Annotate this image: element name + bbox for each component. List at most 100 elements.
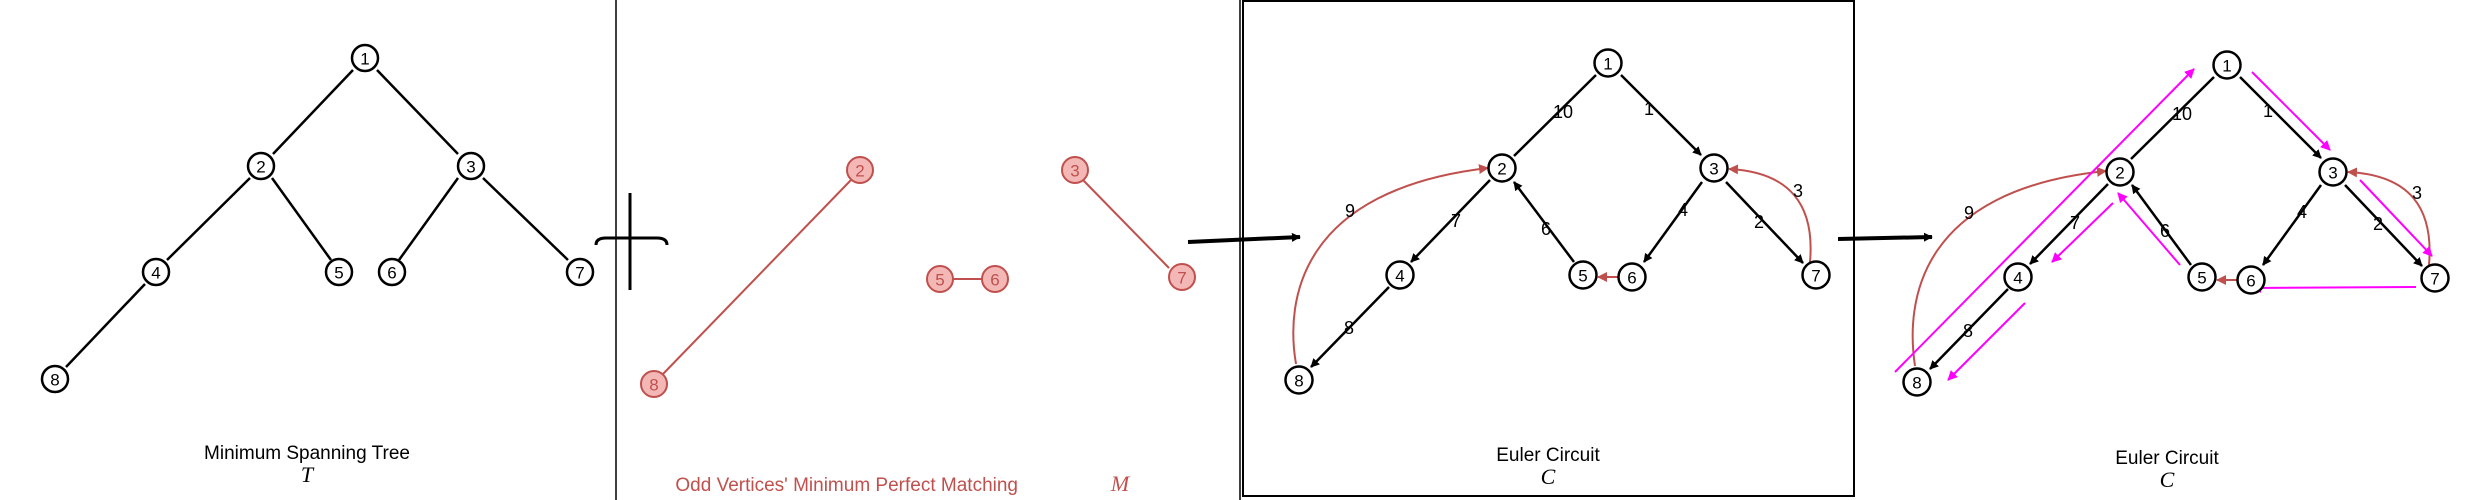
traced-edge-2-4 — [2029, 183, 2109, 265]
euler-panel-frame — [1242, 0, 1855, 497]
traversal-arrow-4-8 — [1947, 302, 2026, 381]
traversal-arrows — [1894, 68, 2433, 381]
node-label: 3 — [2328, 164, 2337, 183]
euler-edge-4-8 — [1310, 286, 1390, 368]
traced-edges — [1929, 76, 2423, 370]
euler-symbol: C — [1541, 464, 1556, 489]
euler-node-6: 6 — [1617, 262, 1647, 292]
traced-edge-label: 6 — [2160, 221, 2170, 241]
mst-symbol: T — [301, 462, 315, 487]
euler-edge-2-4 — [1410, 179, 1491, 263]
node-label: 4 — [151, 264, 160, 283]
node-label: 6 — [990, 271, 999, 290]
traced-edge-1-3 — [2239, 76, 2322, 159]
euler-edge-label: 9 — [1345, 201, 1355, 221]
euler-node-1: 1 — [1593, 48, 1623, 78]
euler-node-8: 8 — [1284, 365, 1314, 395]
node-circle — [1568, 260, 1598, 290]
traced-edge-label: 2 — [2373, 214, 2383, 234]
node-circle — [565, 257, 595, 287]
node-circle — [2420, 263, 2450, 293]
euler-traced-node-7: 7 — [2420, 263, 2450, 293]
matching-nodes: 2 8 5 6 3 7 — [640, 156, 1196, 398]
node-label: 1 — [2222, 57, 2231, 76]
node-circle — [846, 156, 874, 184]
matching-edges — [662, 179, 1170, 375]
node-label: 2 — [2115, 164, 2124, 183]
node-circle — [141, 257, 171, 287]
euler-edge-8-2 — [1292, 164, 1489, 365]
matching-node-5: 5 — [926, 265, 954, 293]
traced-caption: Euler Circuit — [2115, 448, 2219, 469]
node-label: 8 — [1912, 374, 1921, 393]
traced-edge-label: 4 — [2297, 202, 2307, 222]
traversal-arrow-3-7 — [2359, 179, 2433, 257]
matching-symbol: M — [1110, 471, 1131, 496]
mst-edge-1-2 — [272, 69, 354, 155]
mst-node-7: 7 — [565, 257, 595, 287]
node-circle — [1284, 365, 1314, 395]
euler-traced-node-3: 3 — [2318, 157, 2348, 187]
traversal-arrow-8-1 — [1894, 68, 2195, 373]
node-label: 4 — [1395, 267, 1404, 286]
mst-edge-3-7 — [482, 177, 569, 261]
mst-node-4: 4 — [141, 257, 171, 287]
traced-edge-label: 7 — [2070, 213, 2080, 233]
node-label: 7 — [1177, 269, 1186, 288]
matching-node-3: 3 — [1061, 156, 1089, 184]
traced-edge-label: 10 — [2172, 104, 2192, 124]
euler-edge-1-3 — [1620, 74, 1702, 156]
node-label: 2 — [855, 162, 864, 181]
node-circle — [2318, 157, 2348, 187]
traced-edge-3-7 — [2344, 184, 2423, 267]
node-label: 6 — [387, 264, 396, 283]
traversal-arrow-2-4 — [2051, 202, 2114, 263]
euler-edge-labels: 10 1 3 9 7 6 4 2 8 — [1344, 99, 1803, 338]
mst-edge-1-3 — [376, 69, 459, 155]
mst-edge-2-5 — [270, 177, 333, 261]
matching-node-7: 7 — [1168, 263, 1196, 291]
node-circle — [350, 43, 380, 73]
node-label: 4 — [2013, 269, 2022, 288]
node-circle — [1487, 153, 1517, 183]
euler-traced-panel: 10 1 3 9 7 6 4 2 8 1 2 3 4 5 6 7 8 Euler Circui… — [1894, 50, 2450, 492]
node-label: 5 — [2197, 269, 2206, 288]
matching-edge-3-7 — [1082, 179, 1170, 269]
euler-edge-label: 7 — [1451, 211, 1461, 231]
node-circle — [40, 364, 70, 394]
node-label: 8 — [1294, 372, 1303, 391]
node-circle — [456, 151, 486, 181]
traced-edge-label: 9 — [1964, 203, 1974, 223]
matching-panel: 2 8 5 6 3 7 Odd Vertices' Minimum Perfect Mat… — [640, 0, 1241, 500]
euler-edge-3-6 — [1642, 181, 1704, 263]
euler-traced-node-4: 4 — [2003, 262, 2033, 292]
traced-edge-label: 3 — [2412, 183, 2422, 203]
node-label: 5 — [334, 264, 343, 283]
euler-matching-edges — [1292, 164, 1812, 365]
node-circle — [1902, 367, 1932, 397]
node-circle — [926, 265, 954, 293]
traced-edge-labels: 10 1 3 9 7 6 4 2 8 — [1963, 101, 2422, 341]
node-label: 3 — [1070, 162, 1079, 181]
euler-node-7: 7 — [1801, 260, 1831, 290]
euler-edge-label: 2 — [1754, 212, 1764, 232]
node-label: 2 — [1497, 160, 1506, 179]
matching-node-8: 8 — [640, 370, 668, 398]
matching-caption: Odd Vertices' Minimum Perfect Matching — [675, 475, 1018, 496]
euler-edge-7-3 — [1728, 164, 1812, 263]
euler-node-2: 2 — [1487, 153, 1517, 183]
mst-node-5: 5 — [324, 257, 354, 287]
node-label: 8 — [50, 371, 59, 390]
node-circle — [1593, 48, 1623, 78]
euler-edge-5-2 — [1513, 181, 1575, 263]
euler-edge-label: 10 — [1553, 102, 1573, 122]
node-circle — [1061, 156, 1089, 184]
euler-traced-node-5: 5 — [2187, 262, 2217, 292]
node-label: 6 — [1627, 269, 1636, 288]
node-label: 8 — [649, 376, 658, 395]
node-circle — [1699, 153, 1729, 183]
traced-symbol: C — [2160, 467, 2175, 492]
node-label: 5 — [1578, 267, 1587, 286]
node-circle — [1617, 262, 1647, 292]
